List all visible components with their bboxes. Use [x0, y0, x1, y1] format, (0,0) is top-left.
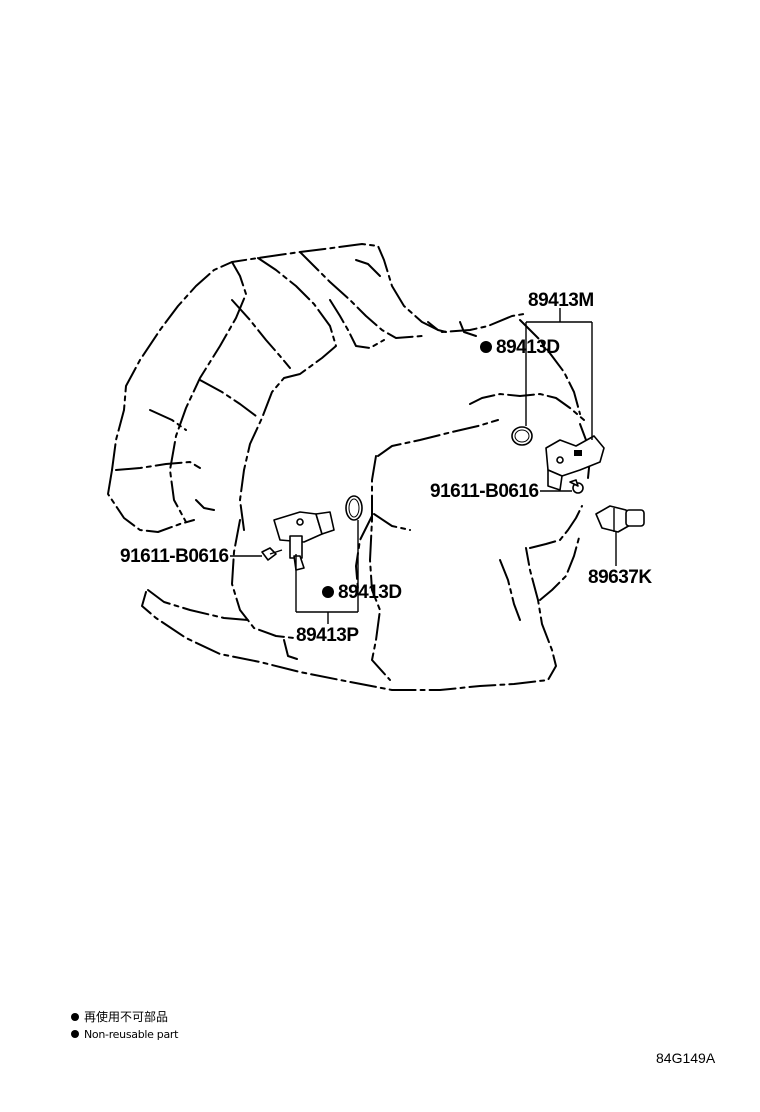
transaxle-housing-outline: [107, 243, 591, 691]
callout-89413d-lower: 89413D: [338, 582, 402, 603]
non-reusable-marker-upper: [480, 341, 492, 353]
callout-91611-b0616-upper: 91611-B0616: [430, 481, 539, 502]
oring-lower: [345, 495, 363, 521]
callout-91611-b0616-lower: 91611-B0616: [120, 546, 229, 567]
callout-89413p: 89413P: [296, 625, 359, 646]
callout-89413m: 89413M: [528, 290, 594, 311]
speed-sensor-89413p: [273, 511, 335, 571]
speed-sensor-89413m: [545, 435, 605, 491]
filled-circle-icon: [71, 1013, 79, 1021]
legend-line-2: Non-reusable part: [84, 1028, 179, 1041]
filled-circle-icon: [71, 1030, 79, 1038]
callout-89637k: 89637K: [588, 567, 652, 588]
oring-upper: [511, 426, 533, 446]
callout-89413d-upper: 89413D: [496, 337, 560, 358]
drawing-code: 84G149A: [656, 1050, 716, 1066]
pressure-switch-89637k: [595, 505, 645, 533]
bolt-upper: [569, 479, 584, 494]
leader-lines: [230, 308, 617, 624]
non-reusable-marker-lower: [322, 586, 334, 598]
legend-line-1: 再使用不可部品: [84, 1009, 168, 1024]
legend: 再使用不可部品 Non-reusable part: [71, 1009, 179, 1041]
bolt-lower: [261, 547, 283, 561]
callout-labels: 89413M 89413D 91611-B0616 89637K 91611-B…: [120, 290, 653, 646]
